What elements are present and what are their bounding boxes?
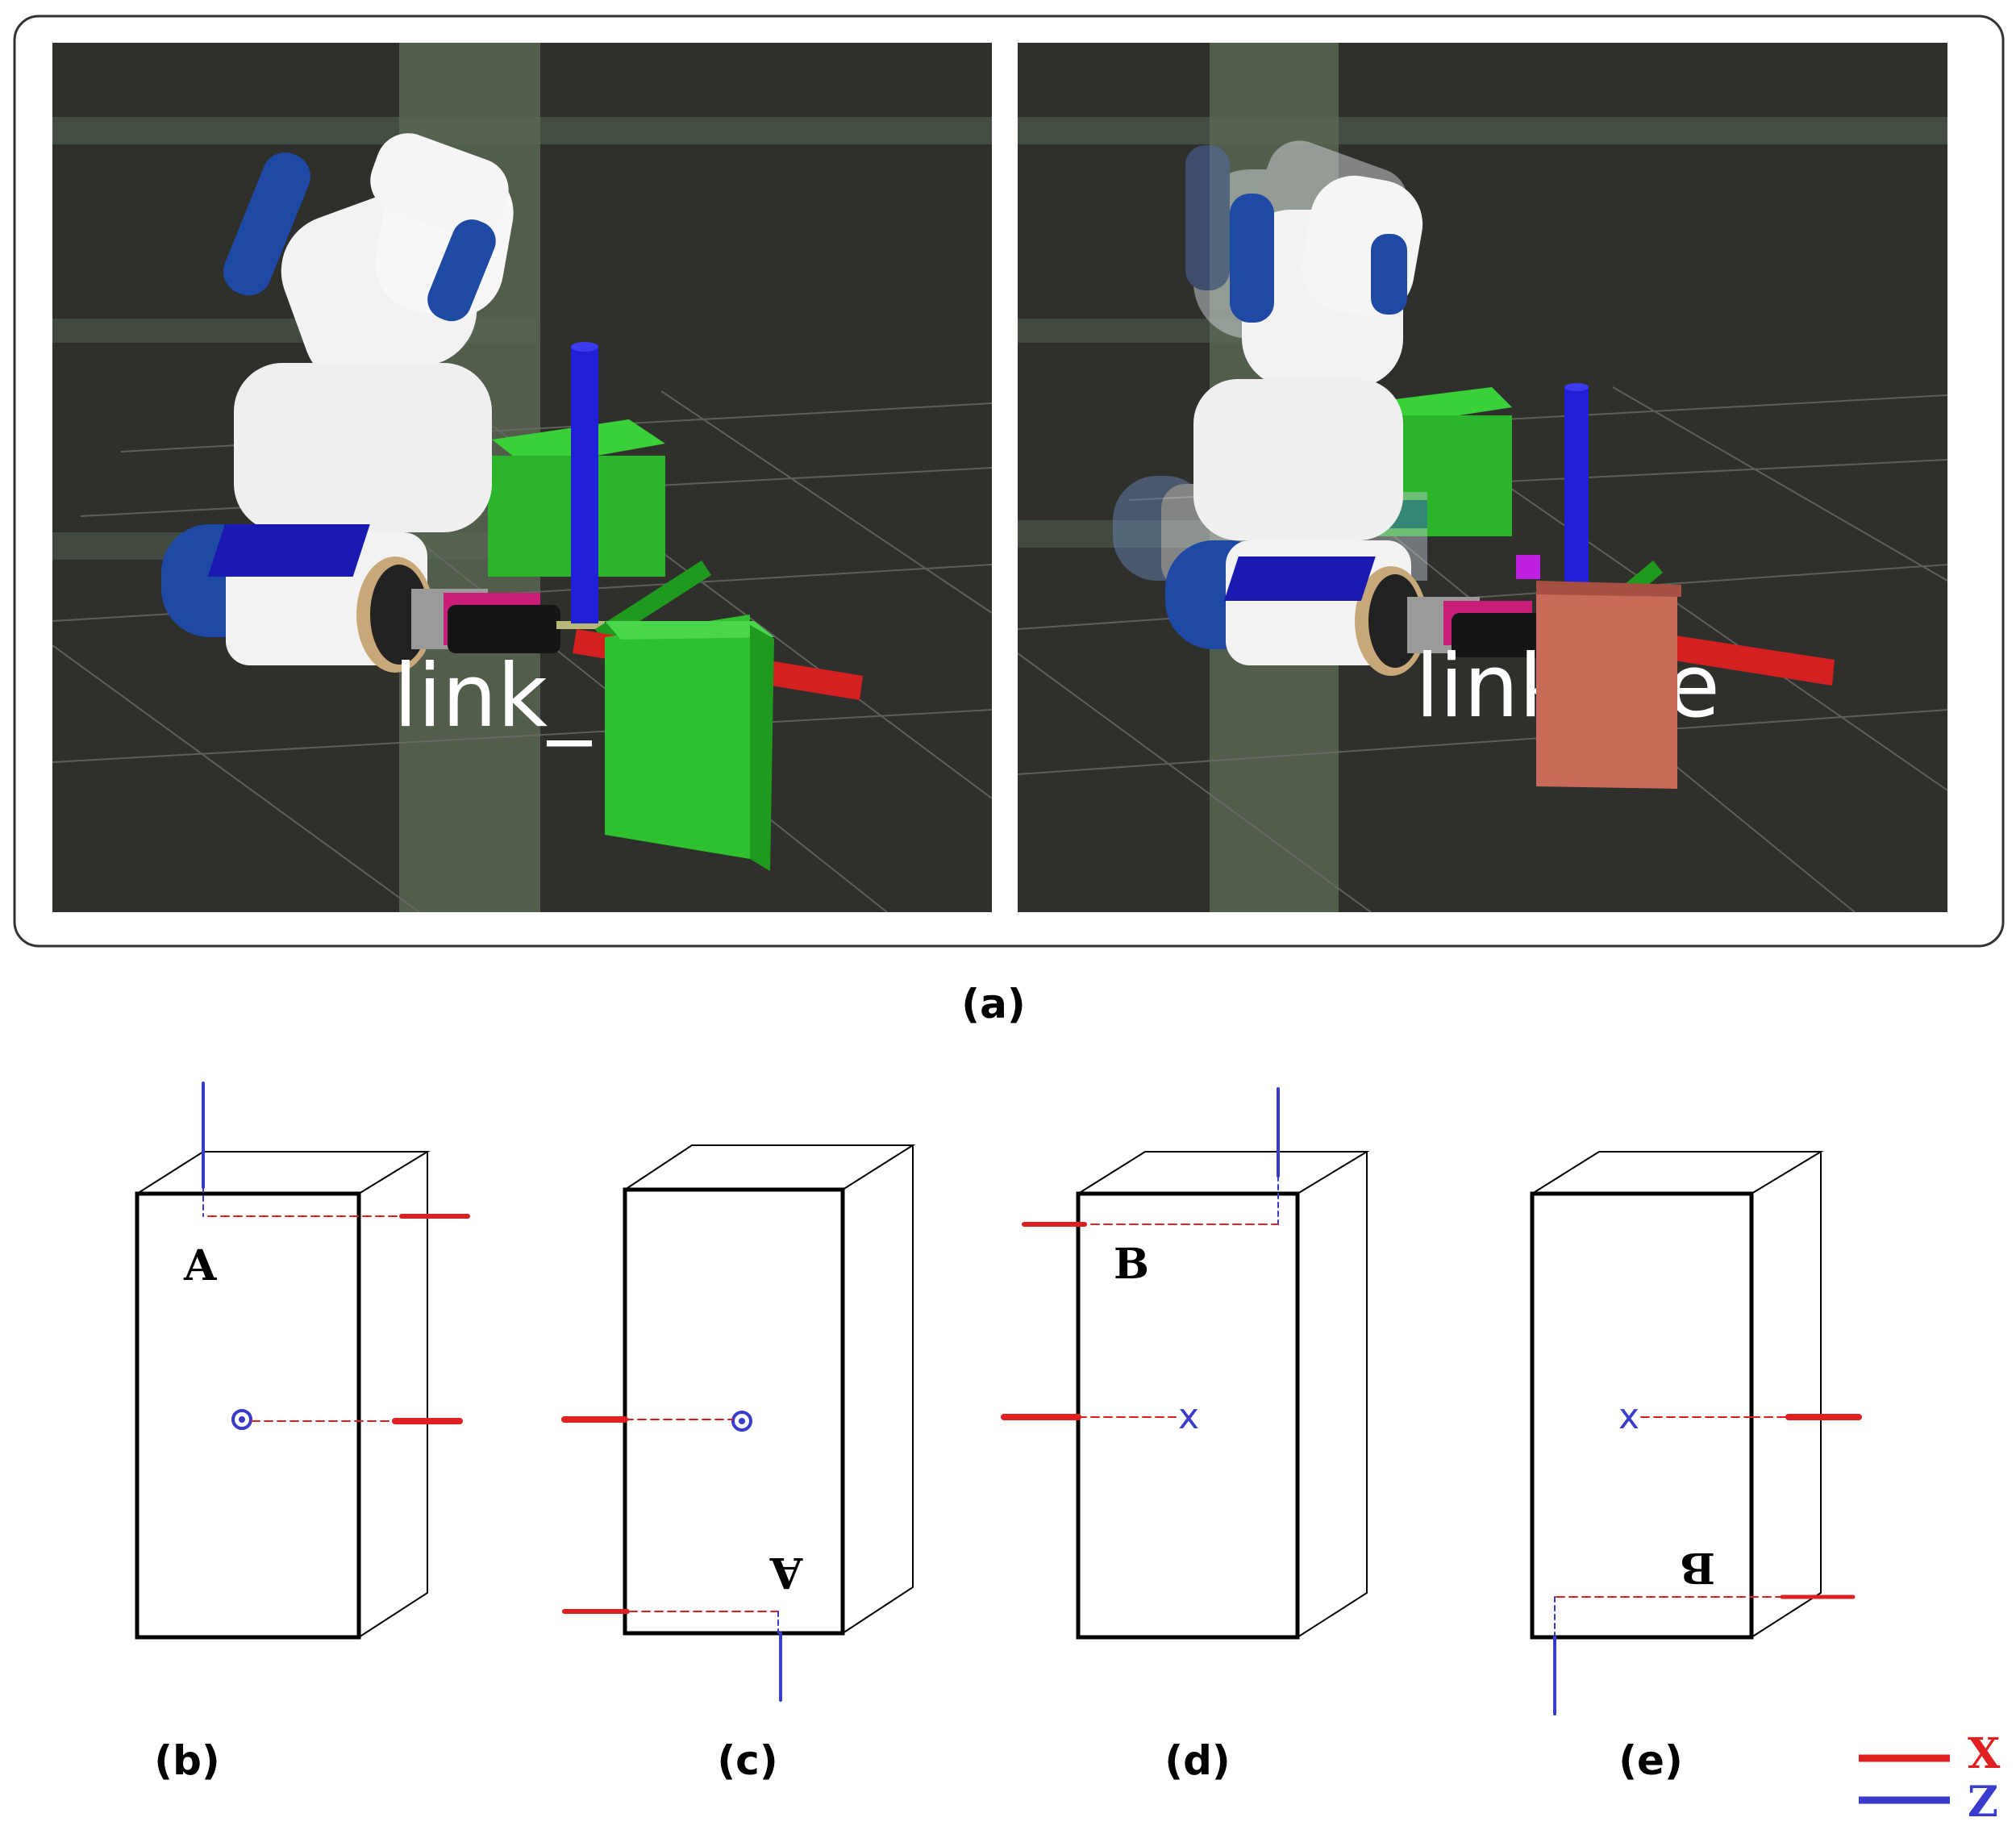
rviz-view-left: link_ (52, 43, 992, 912)
legend-x-label: X (1968, 1729, 2001, 1778)
box-diagram-c (561, 1144, 916, 1702)
z-in-symbol-d: x (1178, 1396, 1199, 1437)
z-out-symbol (731, 1411, 752, 1432)
frame-label: link_ (394, 646, 593, 747)
box-diagram-b (135, 1082, 470, 1640)
robot-arm (161, 133, 605, 673)
axis-z (571, 345, 598, 623)
axis-legend: X Z (1859, 1729, 2001, 1827)
box-diagram-d (1001, 1087, 1370, 1640)
box-letter-b: A (183, 1241, 217, 1290)
z-in-symbol-e: x (1618, 1396, 1639, 1437)
box-letter-c: A (769, 1548, 803, 1597)
box-diagram-e (1530, 1151, 1862, 1715)
legend-z-label: Z (1968, 1778, 1998, 1827)
rviz-view-right: link_ee (1018, 43, 1947, 912)
z-out-symbol (231, 1409, 252, 1430)
target-plate-green (605, 615, 750, 859)
target-plate-red (1536, 593, 1677, 789)
caption-d: (d) (1164, 1737, 1231, 1784)
caption-b: (b) (154, 1737, 220, 1784)
caption-a: (a) (961, 981, 1025, 1028)
caption-c: (c) (717, 1737, 777, 1784)
caption-e: (e) (1618, 1737, 1683, 1784)
box-letter-d: B (1114, 1240, 1149, 1289)
box-letter-e: B (1680, 1543, 1715, 1592)
robot-arm (1165, 175, 1577, 676)
